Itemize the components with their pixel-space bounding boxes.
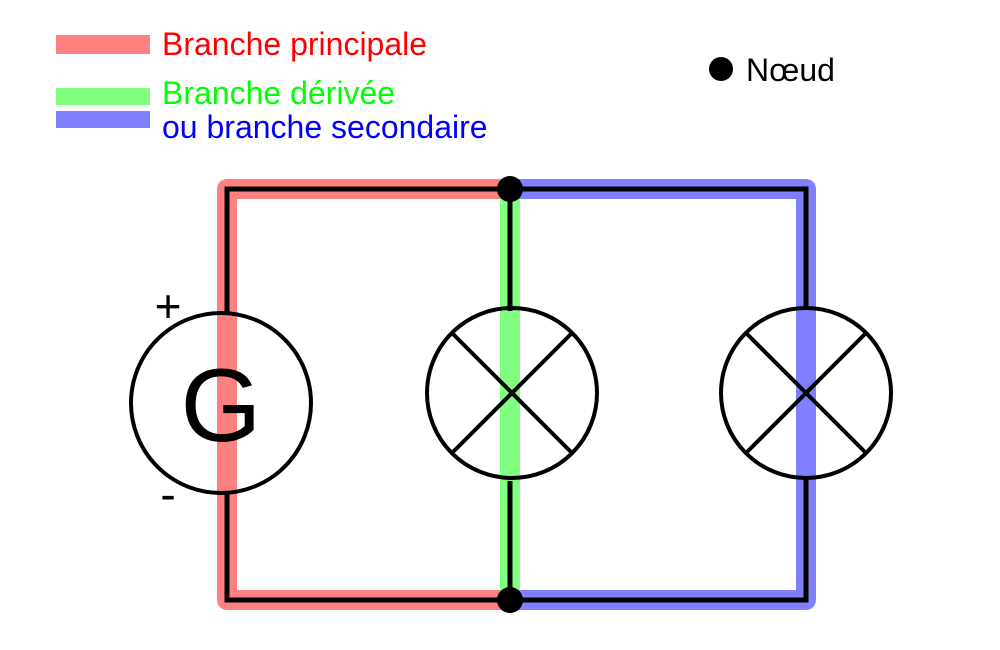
node-legend-label: Nœud — [746, 52, 835, 88]
lamp-1-cross-icon-b — [450, 331, 574, 455]
main-branch-wire — [224, 186, 510, 313]
node-top — [497, 176, 523, 202]
node-bottom — [497, 587, 523, 613]
lamp-1 — [425, 306, 599, 480]
node-legend-icon — [709, 57, 733, 81]
secondary-branch-wire-lower — [510, 478, 809, 603]
generator-circle — [129, 311, 313, 495]
lamp-2 — [719, 306, 893, 480]
wires — [224, 186, 809, 603]
generator-minus-sign: - — [160, 468, 175, 520]
lamp-1-circle — [425, 306, 599, 480]
main-branch-wire-lower — [224, 493, 510, 603]
main-branch-swatch — [56, 35, 150, 54]
secondary-branch-label: ou branche secondaire — [162, 109, 488, 145]
nodes — [497, 176, 523, 613]
generator-letter: G — [181, 348, 262, 464]
derived-branch-swatch-blue — [56, 111, 150, 128]
main-branch-label: Branche principale — [162, 26, 427, 62]
generator-plus-sign: + — [155, 280, 182, 332]
main-branch-highlight — [217, 179, 520, 610]
derived-branch-swatch-green — [56, 88, 150, 105]
lamp-2-circle — [719, 306, 893, 480]
generator: G + - — [129, 280, 313, 520]
legend: Branche principale Branche dérivée ou br… — [56, 26, 835, 145]
secondary-branch-wire-upper — [510, 186, 809, 308]
secondary-branch-highlight — [500, 179, 816, 610]
derived-branch-label: Branche dérivée — [162, 75, 395, 111]
lamp-2-cross-icon-b — [744, 331, 868, 455]
